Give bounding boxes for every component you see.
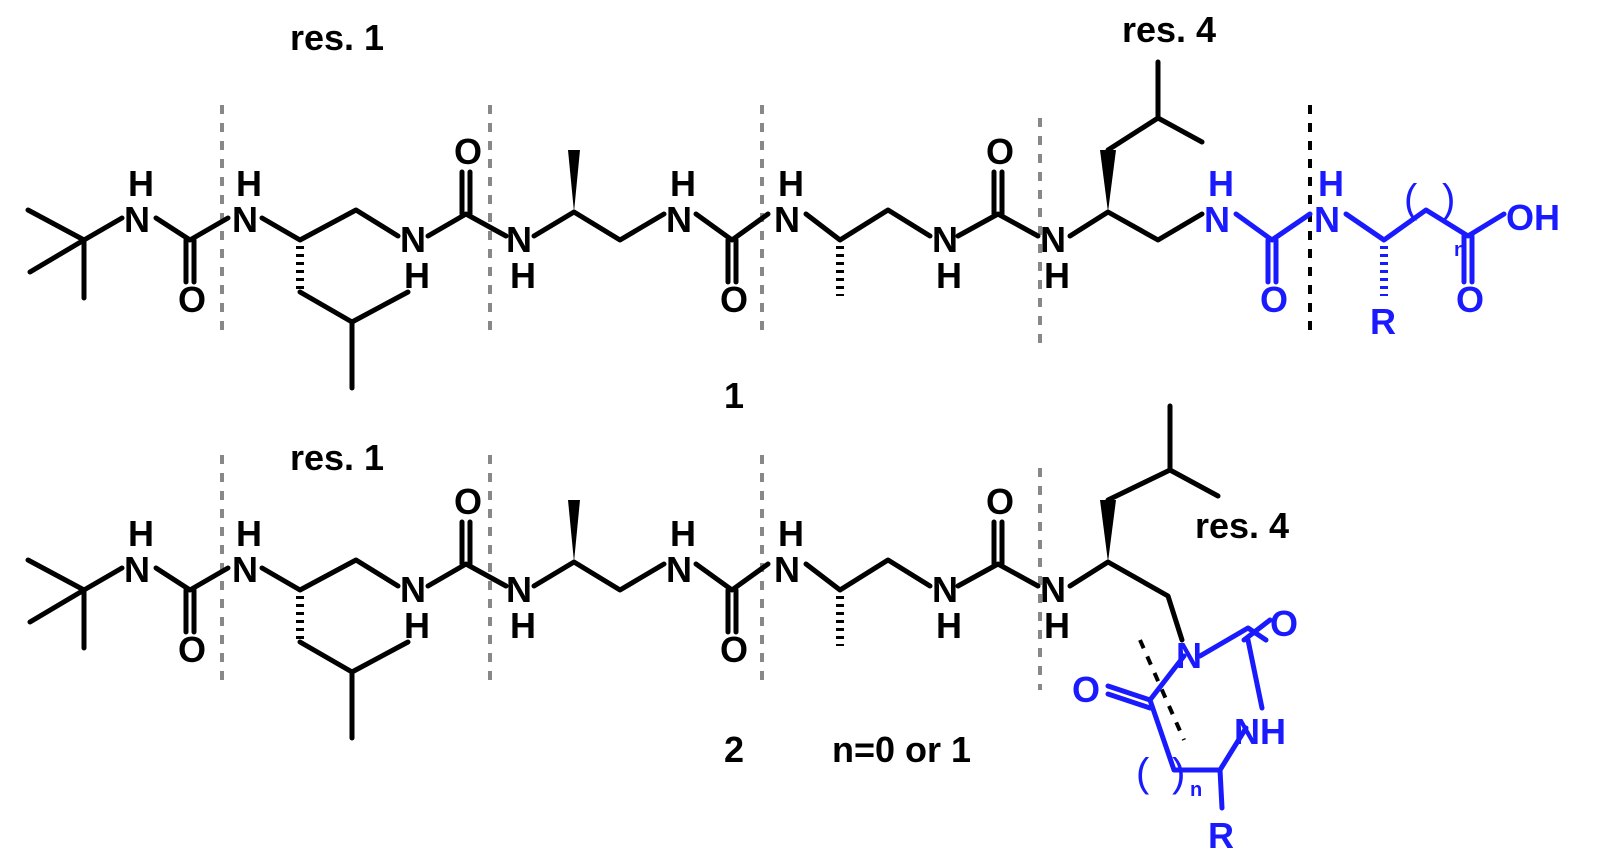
atom-label: O: [720, 279, 748, 320]
bond-modified: [1343, 207, 1507, 285]
atom-label: O: [178, 629, 206, 670]
bond: [803, 557, 933, 593]
atom-label: N: [774, 549, 800, 590]
solid-wedge: [1100, 150, 1116, 212]
atom-label: H: [936, 605, 962, 646]
atom-label: O: [720, 629, 748, 670]
atom-label-modified: O: [1072, 669, 1100, 710]
paren-open: (: [1136, 751, 1150, 795]
atom-label-modified: O: [1456, 279, 1484, 320]
atom-label: H: [936, 255, 962, 296]
atom-label: H: [1044, 255, 1070, 296]
solid-wedge: [1100, 500, 1116, 562]
bond: [531, 209, 667, 243]
bond: [425, 519, 509, 589]
res4-bottom-label: res. 4: [1195, 505, 1289, 546]
atom-label: N: [232, 549, 258, 590]
atom-label: H: [778, 163, 804, 204]
atom-label: H: [670, 513, 696, 554]
bond: [693, 561, 771, 635]
bond: [425, 169, 509, 239]
bond: [153, 215, 231, 285]
atom-label-modified: O: [1260, 279, 1288, 320]
compound-1-structure: H N O H N N H O N H H N O H N N H O N H …: [25, 59, 1560, 391]
atom-label: N: [124, 199, 150, 240]
bond: [1105, 59, 1205, 153]
res4-top-label: res. 4: [1122, 9, 1216, 50]
bond: [1105, 403, 1221, 503]
atom-label: N: [506, 219, 532, 260]
atom-label-modified: R: [1370, 301, 1396, 342]
compound-2-label: 2: [724, 729, 744, 770]
atom-label: O: [454, 481, 482, 522]
bond-modified: [1233, 211, 1313, 285]
bond: [25, 207, 125, 301]
subscript-n: n: [1190, 779, 1202, 801]
bond-modified: [1105, 617, 1273, 811]
atom-label: H: [236, 163, 262, 204]
atom-label-modified: R: [1208, 815, 1234, 856]
res1-bottom-label: res. 1: [290, 437, 384, 478]
atom-label: H: [236, 513, 262, 554]
atom-label: N: [666, 549, 692, 590]
subscript-n: n: [1454, 239, 1466, 261]
atom-label: N: [1040, 219, 1066, 260]
bond: [297, 289, 411, 391]
bond: [153, 565, 231, 635]
atom-label: N: [232, 199, 258, 240]
bond: [803, 207, 933, 243]
res1-top-label: res. 1: [290, 17, 384, 58]
bond: [1067, 559, 1185, 643]
atom-label-modified: OH: [1506, 197, 1560, 238]
atom-label: N: [124, 549, 150, 590]
atom-label: H: [670, 163, 696, 204]
bond: [259, 557, 401, 593]
bond: [1067, 209, 1205, 243]
bond: [693, 211, 771, 285]
bond: [955, 169, 1041, 239]
atom-label: H: [128, 513, 154, 554]
bond: [531, 559, 667, 593]
compound-2-structure: H N O H N N H O N H H N O H N N H O N H …: [25, 403, 1298, 856]
atom-label-modified: N: [1314, 199, 1340, 240]
bond: [25, 557, 125, 651]
atom-label: N: [774, 199, 800, 240]
atom-label: N: [932, 219, 958, 260]
bond: [259, 207, 401, 243]
compound-1-label: 1: [724, 375, 744, 416]
atom-label: O: [178, 279, 206, 320]
atom-label: N: [666, 199, 692, 240]
atom-label: H: [404, 255, 430, 296]
bond: [297, 639, 411, 741]
atom-label-modified: NH: [1234, 711, 1286, 752]
atom-label: H: [1044, 605, 1070, 646]
atom-label: N: [1040, 569, 1066, 610]
atom-label: O: [454, 131, 482, 172]
atom-label: N: [400, 569, 426, 610]
atom-label-modified: H: [1318, 163, 1344, 204]
paren-close: ): [1172, 751, 1185, 795]
atom-label: N: [400, 219, 426, 260]
bond: [955, 519, 1041, 589]
paren-close: ): [1442, 177, 1455, 221]
atom-label: N: [932, 569, 958, 610]
atom-label: H: [778, 513, 804, 554]
solid-wedge: [568, 500, 580, 562]
atom-label: O: [986, 131, 1014, 172]
atom-label-modified: O: [1270, 603, 1298, 644]
atom-label-modified: N: [1176, 635, 1202, 676]
atom-label-modified: N: [1204, 199, 1230, 240]
separator-modified: [1138, 639, 1186, 741]
atom-label: H: [510, 605, 536, 646]
atom-label: H: [128, 163, 154, 204]
atom-label: N: [506, 569, 532, 610]
atom-label-modified: H: [1208, 163, 1234, 204]
solid-wedge: [568, 150, 580, 212]
n-value-note: n=0 or 1: [832, 729, 971, 770]
atom-label: O: [986, 481, 1014, 522]
atom-label: H: [404, 605, 430, 646]
paren-open: (: [1404, 177, 1418, 221]
atom-label: H: [510, 255, 536, 296]
